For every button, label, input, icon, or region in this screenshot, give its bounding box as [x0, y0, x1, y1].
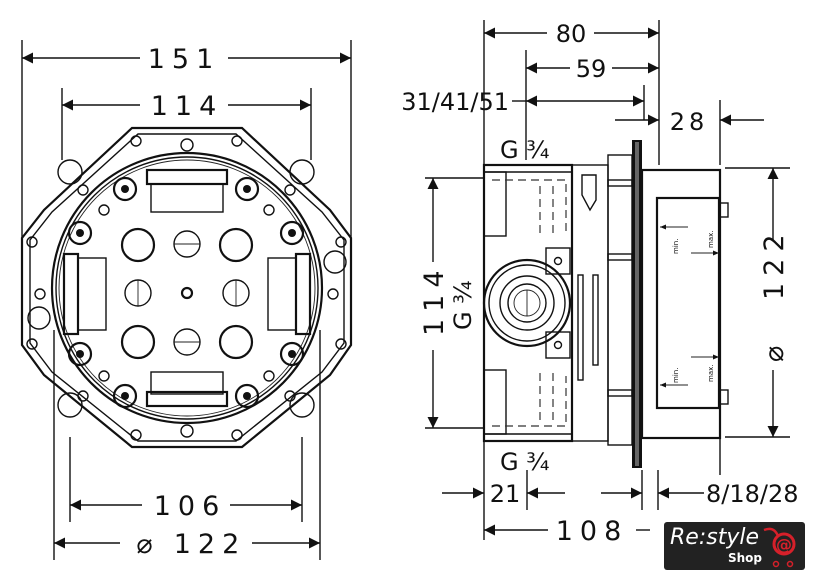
dim-label-31-41-51: 31/41/51 — [401, 88, 509, 116]
dimension-114-side: 114 — [419, 178, 450, 428]
dim-label-21: 21 — [490, 480, 521, 508]
dimension-59: 59 — [526, 55, 659, 83]
min-label-bottom: min. — [672, 368, 680, 383]
dim-label-122-side: 122 — [759, 227, 790, 300]
thread-label-top: G ¾ — [500, 136, 550, 164]
dim-label-8-18-28: 8/18/28 — [706, 480, 799, 508]
dim-label-122: 122 — [174, 529, 247, 560]
dimension-80: 80 — [484, 20, 659, 48]
shopping-cart-at-icon: @ — [763, 527, 796, 568]
max-label-top: max. — [707, 231, 715, 248]
mounting-box-side: min. max. min. max. — [482, 140, 729, 468]
screw-bosses — [67, 176, 305, 409]
dimension-114: 114 — [62, 91, 311, 122]
dimension-21: 21 — [442, 480, 565, 508]
dimension-106: 106 — [70, 491, 302, 522]
at-symbol: @ — [776, 535, 792, 554]
dim-label-114-side: 114 — [419, 263, 450, 336]
small-holes — [26, 135, 347, 441]
min-label-top: min. — [672, 239, 680, 254]
dimension-31-41-51: 31/41/51 — [401, 88, 644, 116]
dimension-108: 108 — [484, 516, 650, 547]
dim-label-108: 108 — [556, 516, 629, 547]
dimension-8-18-28: 8/18/28 — [601, 480, 799, 508]
dim-label-28: 28 — [670, 108, 709, 136]
diameter-symbol-side: ⌀ — [759, 339, 790, 362]
port-grid — [120, 227, 254, 360]
thread-label-bottom: G ¾ — [500, 448, 550, 476]
dim-label-106: 106 — [154, 491, 227, 522]
mounting-box-front — [20, 126, 353, 449]
front-view: 151 114 106 ⌀ 122 — [20, 40, 353, 560]
logo-subtext: Shop — [728, 551, 763, 565]
dim-label-114: 114 — [151, 91, 224, 122]
diameter-symbol: ⌀ — [136, 529, 159, 560]
dim-label-59: 59 — [576, 55, 607, 83]
side-view: 80 59 31/41/51 28 G ¾ G ¾ G ¾ 114 — [401, 20, 799, 547]
max-label-bottom: max. — [707, 365, 715, 382]
dimension-151: 151 — [22, 44, 351, 75]
dimension-28: 28 — [615, 108, 764, 136]
dimension-diameter-122-front: ⌀ 122 — [54, 529, 320, 560]
restyle-shop-logo: Re:style Shop @ — [664, 522, 805, 570]
thread-label-side: G ¾ — [449, 281, 477, 331]
dim-label-151: 151 — [148, 44, 221, 75]
logo-text: Re:style — [670, 525, 759, 550]
dim-label-80: 80 — [556, 20, 587, 48]
dimension-diameter-122-side: 122 ⌀ — [759, 168, 790, 437]
